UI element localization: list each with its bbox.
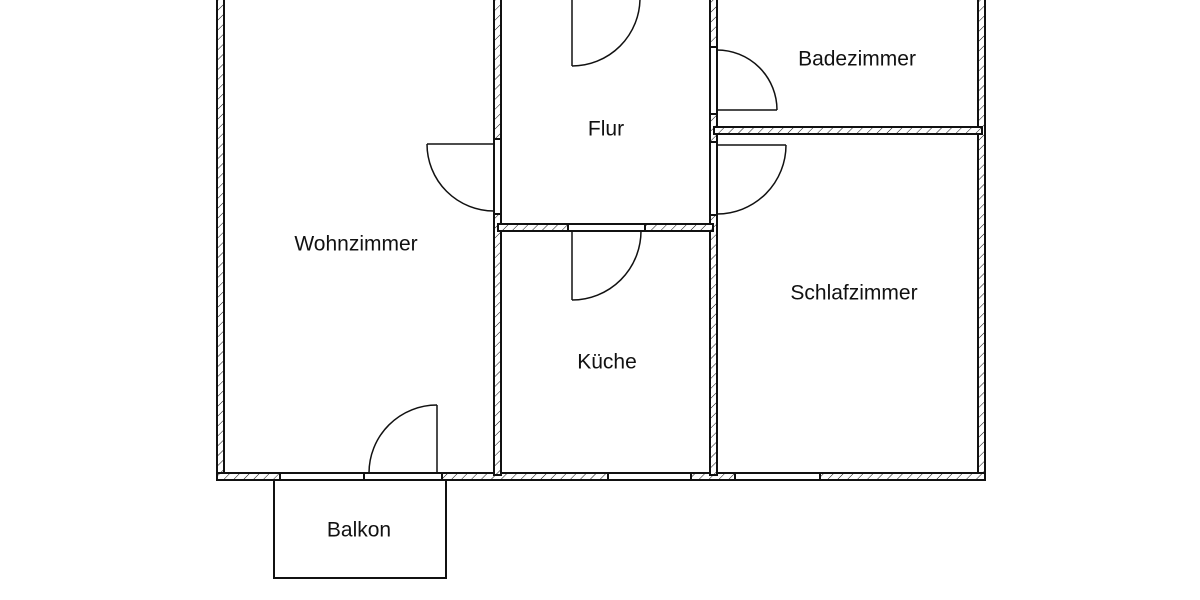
wall-bad-schlaf — [713, 126, 983, 135]
label-badezimmer: Badezimmer — [798, 48, 916, 71]
window-wohnzimmer — [279, 472, 365, 481]
window-schlafzimmer — [734, 472, 821, 481]
wall-wohnzimmer-flur-lower — [493, 213, 502, 476]
door-wohnzimmer-flur[interactable] — [426, 143, 495, 212]
wall-flur-bad-upper — [709, 0, 718, 48]
window-kueche — [607, 472, 692, 481]
wall-right — [977, 0, 986, 476]
door-opening-badezimmer — [709, 46, 718, 115]
wall-bottom-2 — [441, 472, 609, 481]
wall-bottom-1 — [216, 472, 281, 481]
door-wohnzimmer-balkon[interactable] — [368, 404, 438, 474]
wall-flur-kueche-right — [644, 223, 714, 232]
door-badezimmer-flur[interactable] — [716, 49, 778, 111]
wall-flur-schlaf-lower — [709, 214, 718, 476]
door-schlafzimmer-flur[interactable] — [716, 144, 787, 215]
interior-walls — [493, 0, 983, 476]
door-opening-wohnzimmer — [493, 138, 502, 215]
wall-flur-kueche-left — [497, 223, 569, 232]
wall-wohnzimmer-flur-upper — [493, 0, 502, 140]
door-flur-entrance[interactable] — [571, 0, 641, 67]
wall-left — [216, 0, 225, 476]
balkon-outline — [273, 479, 447, 579]
door-opening-kueche — [567, 223, 646, 232]
room-labels: Wohnzimmer Flur Badezimmer Küche Schlafz… — [294, 48, 917, 542]
label-kueche: Küche — [577, 351, 637, 374]
door-opening-balkon — [363, 472, 443, 481]
label-wohnzimmer: Wohnzimmer — [294, 233, 417, 256]
door-opening-schlafzimmer — [709, 141, 718, 216]
windows — [279, 46, 821, 481]
door-kueche-flur[interactable] — [571, 230, 642, 301]
doors — [368, 0, 787, 474]
label-schlafzimmer: Schlafzimmer — [790, 282, 917, 305]
wall-bottom-4 — [819, 472, 986, 481]
label-flur: Flur — [588, 118, 624, 141]
label-balkon: Balkon — [327, 519, 391, 542]
